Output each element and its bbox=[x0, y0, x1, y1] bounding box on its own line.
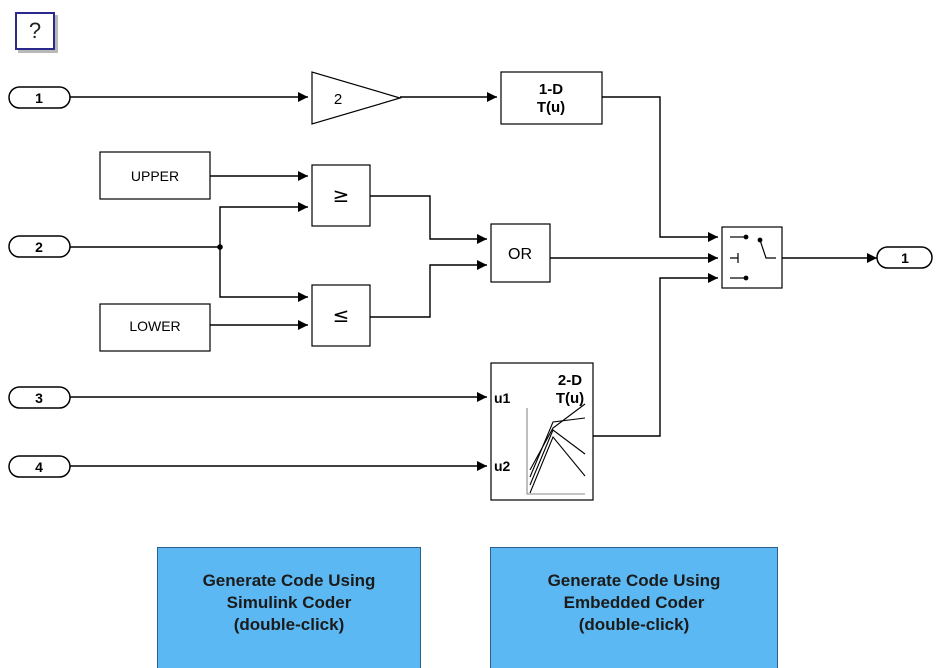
inport-4[interactable]: 4 bbox=[8, 455, 71, 478]
ge-operator-label: ≥ bbox=[333, 183, 350, 207]
inport-3-label: 3 bbox=[35, 390, 43, 406]
lookup-2d-block[interactable]: 2-D T(u) u1 u2 bbox=[490, 362, 594, 501]
lookup-1d-title: 1-D bbox=[539, 81, 563, 98]
signal-lookup1d-to-switch bbox=[602, 96, 718, 242]
lookup-2d-fn: T(u) bbox=[556, 390, 584, 407]
switch-block[interactable] bbox=[721, 226, 783, 289]
lookup-2d-u2-label: u2 bbox=[494, 458, 511, 474]
signal-le-to-or bbox=[370, 260, 487, 318]
signal-lines bbox=[70, 92, 877, 471]
outport-1-label: 1 bbox=[901, 250, 909, 266]
signal-ge-to-or bbox=[370, 195, 487, 244]
inport-1[interactable]: 1 bbox=[8, 86, 71, 109]
or-label: OR bbox=[508, 246, 532, 263]
lookup-2d-title: 2-D bbox=[558, 372, 582, 389]
signal-branch-to-ge bbox=[219, 202, 308, 247]
constant-lower-block[interactable]: LOWER bbox=[99, 303, 211, 352]
embedded-button-line-3: (double-click) bbox=[578, 615, 690, 634]
lookup-2d-u1-label: u1 bbox=[494, 390, 511, 406]
generate-code-simulink-coder-button[interactable]: Generate Code Using Simulink Coder (doub… bbox=[157, 547, 421, 668]
simulink-button-line-3: (double-click) bbox=[233, 615, 345, 634]
le-operator-label: ≤ bbox=[333, 303, 350, 327]
gain-value: 2 bbox=[334, 91, 342, 108]
constant-lower-label: LOWER bbox=[129, 318, 180, 334]
switch-icon bbox=[730, 234, 776, 281]
inport-2-label: 2 bbox=[35, 239, 43, 255]
constant-upper-block[interactable]: UPPER bbox=[99, 151, 211, 200]
embedded-button-line-2: Embedded Coder bbox=[563, 593, 705, 612]
signal-branch-to-le bbox=[219, 247, 308, 302]
constant-upper-label: UPPER bbox=[131, 168, 179, 184]
inport-2[interactable]: 2 bbox=[8, 235, 71, 258]
lookup-2d-plot-icon bbox=[526, 403, 586, 495]
inport-1-label: 1 bbox=[35, 90, 43, 106]
simulink-button-line-2: Simulink Coder bbox=[226, 593, 352, 612]
inport-3[interactable]: 3 bbox=[8, 386, 71, 409]
branch-point bbox=[217, 244, 223, 250]
generate-code-embedded-coder-button[interactable]: Generate Code Using Embedded Coder (doub… bbox=[490, 547, 778, 668]
lookup-1d-block[interactable]: 1-D T(u) bbox=[500, 71, 603, 125]
help-block[interactable]: ? bbox=[15, 12, 55, 50]
gain-block[interactable]: 2 bbox=[311, 71, 403, 125]
outport-1[interactable]: 1 bbox=[876, 246, 933, 269]
lookup-1d-fn: T(u) bbox=[537, 99, 565, 116]
signal-lookup2d-to-switch bbox=[593, 273, 718, 437]
inport-4-label: 4 bbox=[35, 459, 43, 475]
relational-le-block[interactable]: ≤ bbox=[311, 284, 371, 347]
simulink-button-line-1: Generate Code Using bbox=[202, 571, 376, 590]
relational-ge-block[interactable]: ≥ bbox=[311, 164, 371, 227]
logic-or-block[interactable]: OR bbox=[490, 223, 551, 283]
embedded-button-line-1: Generate Code Using bbox=[547, 571, 721, 590]
